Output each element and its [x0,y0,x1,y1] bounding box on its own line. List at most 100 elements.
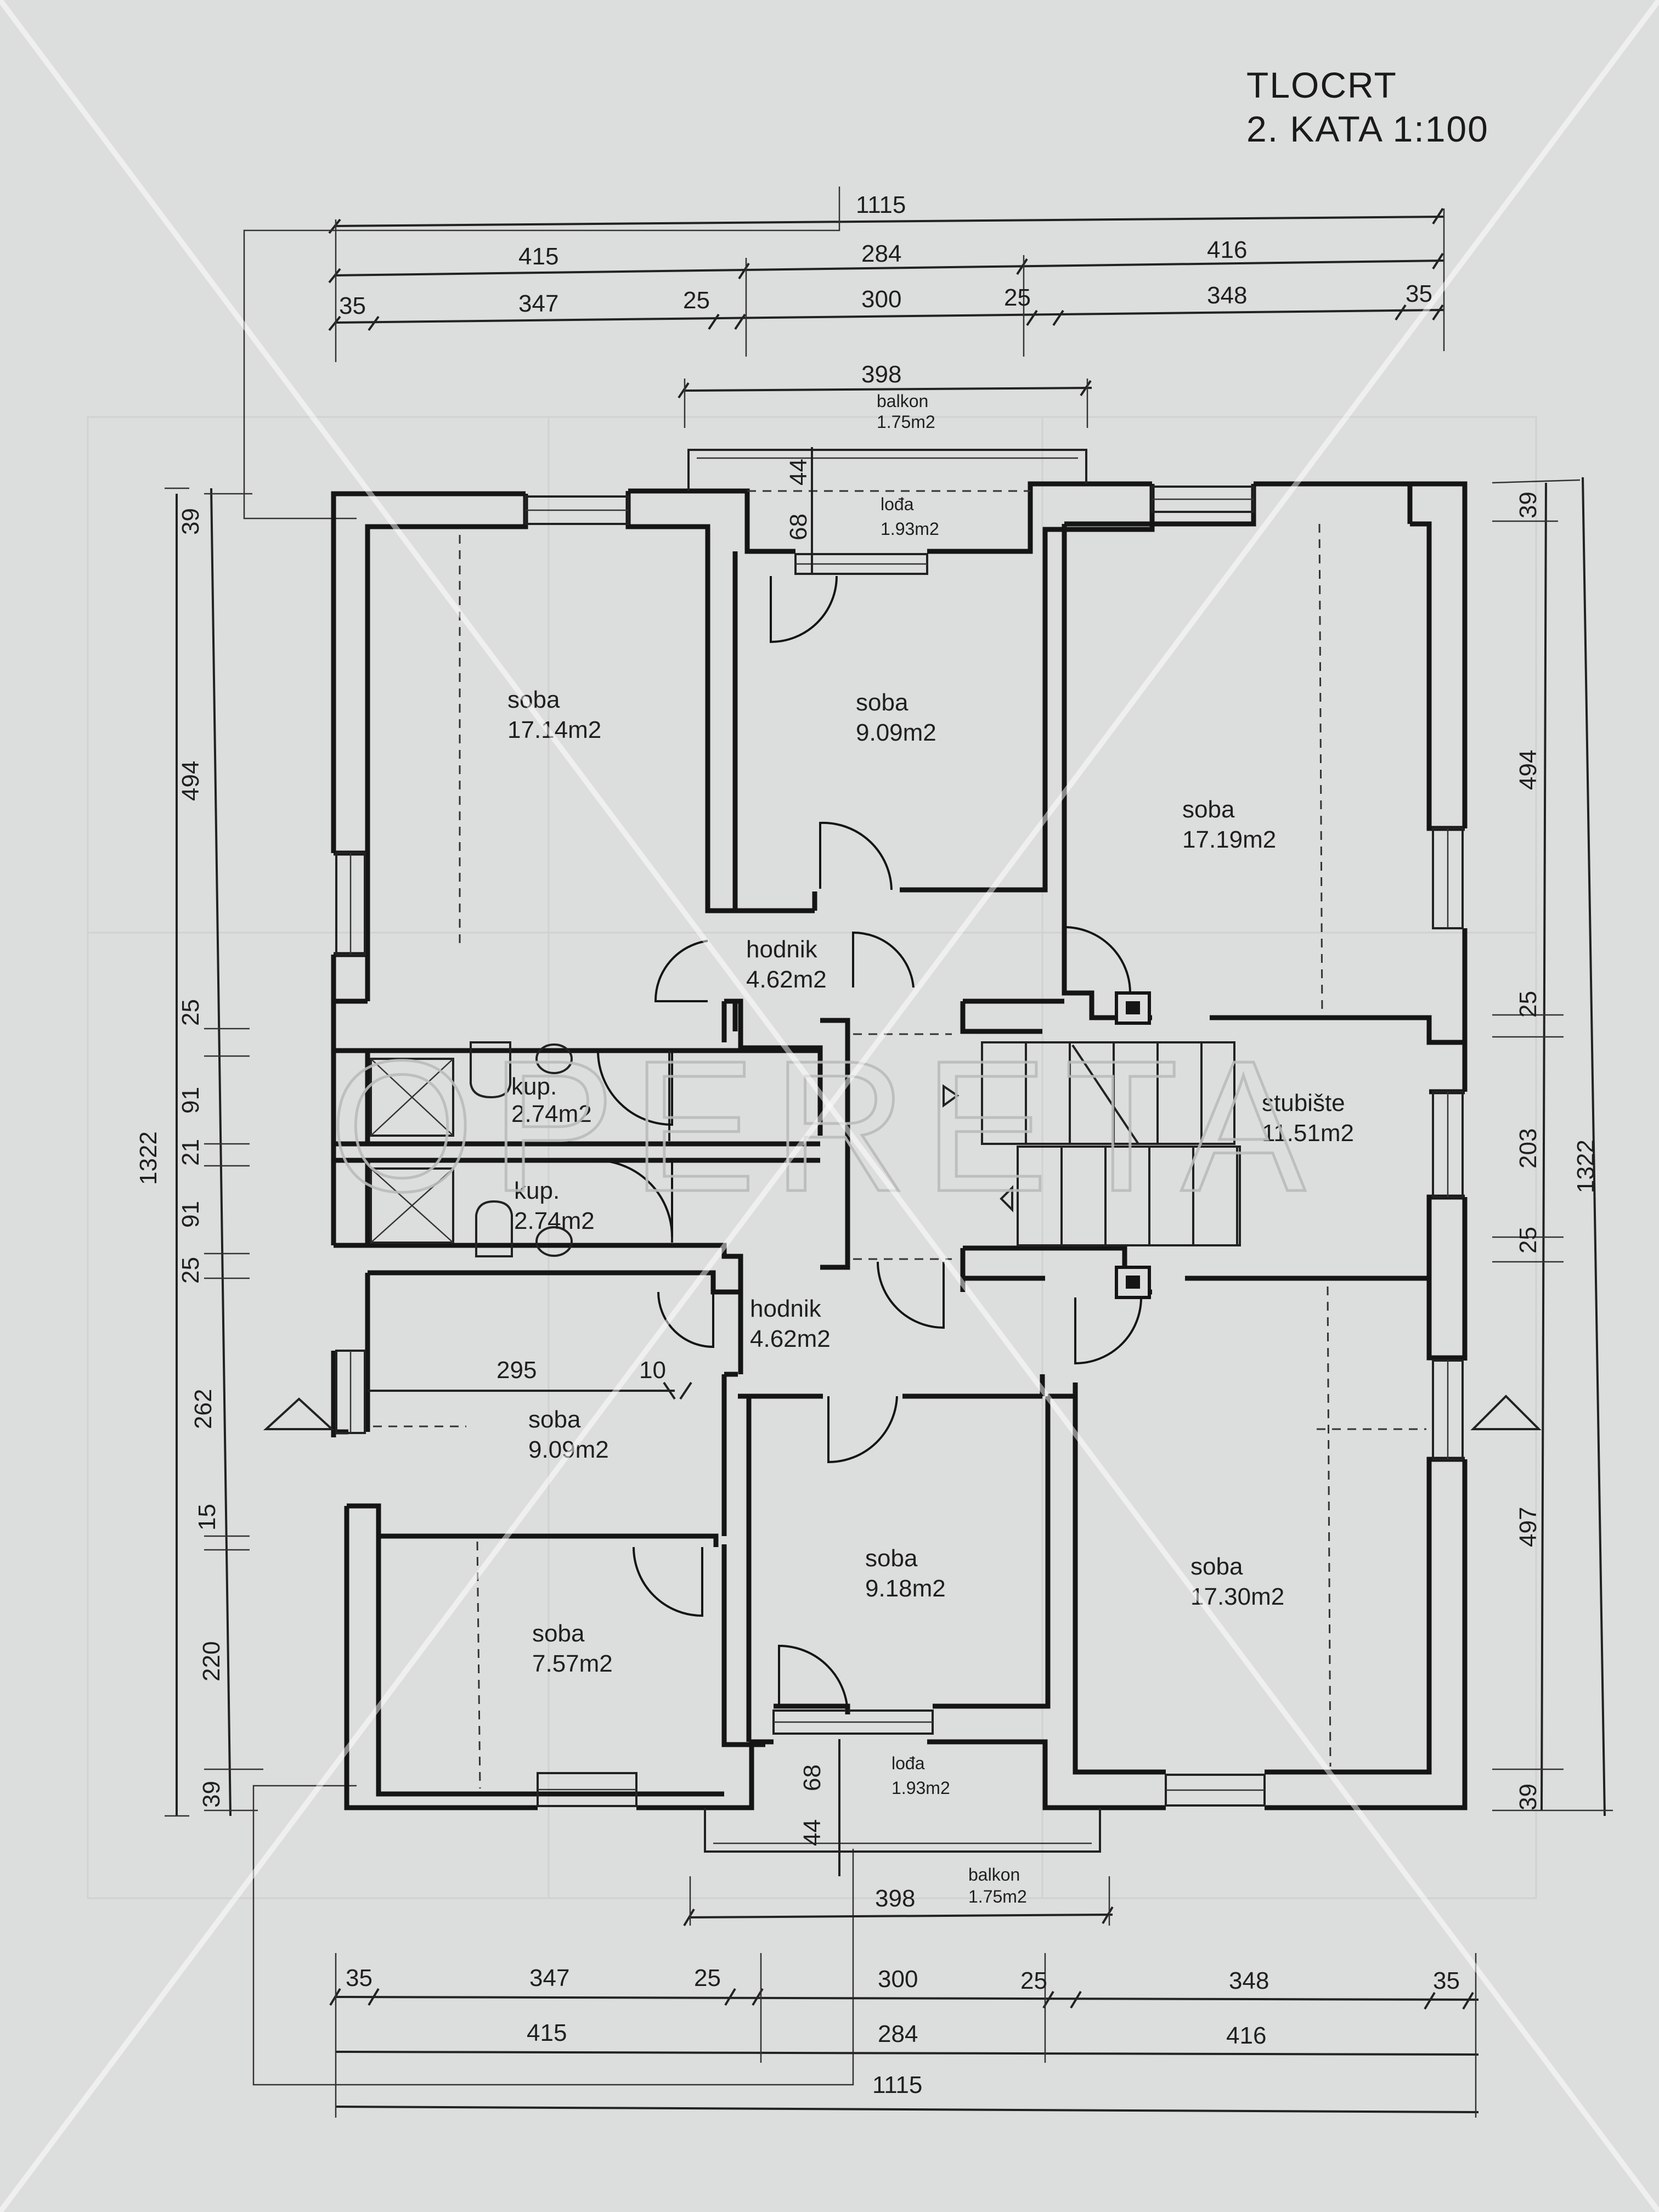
room-soba-ne-area: 17.19m2 [1182,826,1276,853]
room-kup-2-area: 2.74m2 [514,1207,595,1234]
dim-bottom-415: 415 [527,2019,567,2046]
north-loda-label: lođa [881,494,914,514]
room-soba-sw-area: 7.57m2 [532,1650,613,1677]
room-soba-ne-name: soba [1182,796,1235,823]
dim-left-15: 15 [194,1504,221,1531]
dim-bottom-348: 348 [1229,1967,1269,1994]
dim-left-25a: 25 [177,999,204,1026]
dim-bottom-total: 1115 [872,2072,922,2098]
room-soba-w-area: 9.09m2 [528,1436,609,1463]
dim-bottom-balkon-398: 398 [875,1885,915,1912]
south-balkon-area: 1.75m2 [968,1887,1027,1906]
dim-right-25b: 25 [1515,1227,1542,1254]
room-soba-nc-area: 9.09m2 [856,719,936,746]
chimneys [1115,991,1151,1299]
south-loda-area: 1.93m2 [891,1778,950,1798]
dim-left-220: 220 [198,1641,225,1681]
dim-south-loda-44: 44 [799,1819,826,1846]
right-dimension-lines [1492,477,1613,1816]
dim-right-494: 494 [1515,750,1542,790]
dim-left-262: 262 [190,1389,217,1429]
bleed-through-lines [87,416,1537,1899]
south-loggia [704,1739,1101,1876]
dim-bottom-284: 284 [878,2021,918,2047]
dim-interior-295: 295 [496,1357,537,1384]
dim-bottom-347: 347 [529,1965,569,1991]
room-kup-2-name: kup. [514,1177,560,1204]
room-soba-sw-name: soba [532,1620,585,1647]
bottom-dimension-lines [329,1876,1479,2118]
room-hodnik-s-name: hodnik [750,1295,822,1322]
dim-top-25a: 25 [683,287,710,314]
dim-bottom-25a: 25 [694,1965,721,1991]
room-hodnik-n-name: hodnik [746,936,818,963]
dim-left-91b: 91 [177,1201,204,1228]
room-labels: soba 17.14m2 soba 9.09m2 soba 17.19m2 ho… [507,686,1354,1677]
dim-left-25b: 25 [177,1257,204,1284]
room-hodnik-s-area: 4.62m2 [750,1325,831,1352]
south-balkon-label: balkon [968,1865,1020,1884]
room-soba-nw-name: soba [507,686,560,713]
dim-bottom-300: 300 [878,1966,918,1993]
north-loggia [687,447,1087,573]
dim-right-203: 203 [1515,1128,1542,1169]
dim-right-39a: 39 [1515,492,1542,518]
section-marker-left-icon [263,1397,335,1430]
dim-left-21: 21 [177,1139,204,1166]
dim-left-494: 494 [177,761,204,801]
dim-south-loda-68: 68 [799,1764,826,1791]
dim-top-total: 1115 [856,191,906,218]
room-soba-sc-area: 9.18m2 [865,1575,946,1602]
dim-top-balkon-398: 398 [861,361,901,388]
north-balkon-area: 1.75m2 [877,412,935,432]
dim-right-39b: 39 [1515,1784,1542,1810]
dim-top-284: 284 [861,240,901,267]
roof-dashed-lines [373,523,1426,1789]
dim-top-415: 415 [518,243,558,270]
dim-right-total: 1322 [1572,1139,1599,1193]
room-soba-sc-name: soba [865,1545,918,1572]
watermark-text: OPERETA [329,1022,1322,1231]
dim-north-loda-68: 68 [785,514,812,540]
dim-top-416: 416 [1207,236,1247,263]
dim-top-348: 348 [1207,282,1247,309]
dim-right-497: 497 [1515,1507,1542,1547]
dim-top-300: 300 [861,286,901,313]
dim-left-total: 1322 [135,1131,162,1185]
top-dimension-lines [243,187,1445,520]
plan-subtitle-scale: 2. KATA 1:100 [1246,109,1489,149]
room-kup-1-name: kup. [511,1073,557,1100]
room-kup-1-area: 2.74m2 [511,1101,592,1127]
room-soba-w-name: soba [528,1406,581,1433]
room-soba-se-name: soba [1190,1553,1243,1580]
section-marker-right-icon [1470,1395,1542,1430]
staircase [943,1041,1241,1246]
dim-bottom-416: 416 [1226,2022,1266,2049]
dim-top-35b: 35 [1406,280,1432,307]
south-loda-label: lođa [891,1753,925,1773]
room-hodnik-n-area: 4.62m2 [746,966,827,993]
windows [335,486,1464,1807]
dim-top-347: 347 [518,290,558,317]
north-balkon-label: balkon [877,391,928,411]
dim-left-91a: 91 [177,1087,204,1114]
left-dimension-lines [165,487,854,2086]
dim-north-loda-44: 44 [785,459,812,486]
dim-bottom-35b: 35 [1433,1967,1460,1994]
doors [595,575,1142,1715]
dim-right-25a: 25 [1515,991,1542,1018]
room-soba-nc-name: soba [856,689,909,716]
room-stubiste-name: stubište [1262,1090,1345,1116]
dim-bottom-35a: 35 [346,1965,373,1991]
room-soba-se-area: 17.30m2 [1190,1583,1284,1610]
dim-top-25b: 25 [1004,284,1031,311]
interior-dimension [368,1381,692,1400]
room-stubiste-area: 11.51m2 [1262,1120,1354,1147]
room-soba-nw-area: 17.14m2 [507,716,601,743]
plan-title: TLOCRT [1246,65,1397,105]
dim-interior-10: 10 [639,1357,666,1384]
dim-left-39b: 39 [198,1781,225,1808]
dim-left-39a: 39 [177,508,204,535]
